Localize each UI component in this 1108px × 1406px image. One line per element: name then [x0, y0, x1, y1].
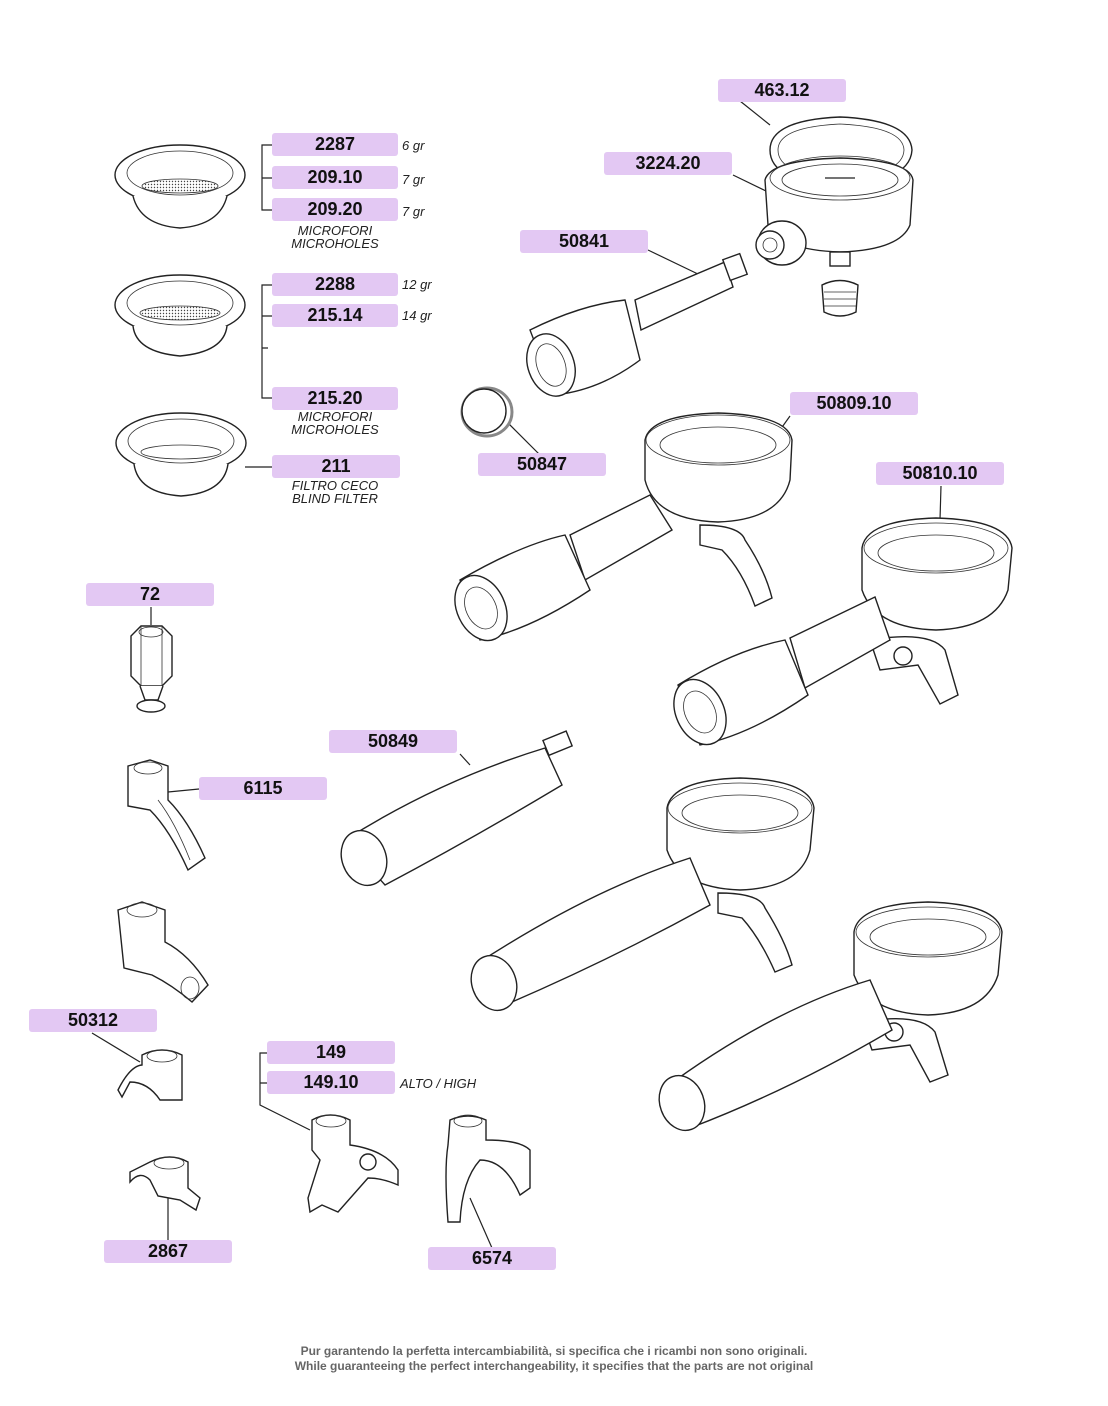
- caption-blind-en: BLIND FILTER: [292, 491, 378, 506]
- handle-cap: [460, 386, 514, 438]
- portafilter-bottom-right: [658, 901, 1003, 1132]
- label-209-20: 209.20: [272, 198, 398, 221]
- handle-50841: [526, 252, 749, 397]
- label-2867: 2867: [104, 1240, 232, 1263]
- label-2287: 2287: [272, 133, 398, 156]
- spout-6574: [445, 1114, 531, 1223]
- caption-microholes-a-en: MICROHOLES: [291, 236, 379, 251]
- caption-microholes-b: MICROFORI MICROHOLES: [265, 410, 405, 436]
- label-50809-10: 50809.10: [790, 392, 918, 415]
- portafilter-50809: [454, 412, 793, 642]
- caption-microholes-a-it: MICROFORI: [297, 223, 373, 238]
- spout-plain: [117, 901, 209, 1003]
- filter-basket-double: [114, 274, 246, 357]
- label-215-14: 215.14: [272, 304, 398, 327]
- footer-disclaimer-it: Pur garantendo la perfetta intercambiabi…: [300, 1344, 808, 1358]
- label-50841: 50841: [520, 230, 648, 253]
- caption-blind-filter: FILTRO CECO BLIND FILTER: [265, 479, 405, 505]
- label-6574: 6574: [428, 1247, 556, 1270]
- portafilter-50810: [673, 517, 1013, 746]
- footer-disclaimer-en: While guaranteeing the perfect interchan…: [294, 1359, 814, 1373]
- note-209-20: 7 gr: [402, 204, 425, 219]
- note-149-10: ALTO / HIGH: [400, 1076, 477, 1091]
- label-72: 72: [86, 583, 214, 606]
- label-215-20: 215.20: [272, 387, 398, 410]
- portafilter-bottom-left: [470, 777, 815, 1012]
- spout-2867: [129, 1156, 201, 1212]
- blind-filter: [115, 412, 247, 497]
- label-50849: 50849: [329, 730, 457, 753]
- nut-fitting-72: [130, 625, 173, 713]
- group-head-body: [755, 155, 914, 317]
- note-2287: 6 gr: [402, 138, 425, 153]
- caption-microholes-b-en: MICROHOLES: [291, 422, 379, 437]
- label-50847: 50847: [478, 453, 606, 476]
- label-209-10: 209.10: [272, 166, 398, 189]
- handle-50849: [340, 730, 574, 887]
- spout-149: [307, 1114, 399, 1214]
- filter-basket-single: [114, 144, 246, 229]
- label-50810-10: 50810.10: [876, 462, 1004, 485]
- label-2288: 2288: [272, 273, 398, 296]
- label-149: 149: [267, 1041, 395, 1064]
- label-50312: 50312: [29, 1009, 157, 1032]
- label-6115: 6115: [199, 777, 327, 800]
- note-2288: 12 gr: [402, 277, 432, 292]
- label-3224-20: 3224.20: [604, 152, 732, 175]
- note-209-10: 7 gr: [402, 172, 425, 187]
- caption-microholes-b-it: MICROFORI: [297, 409, 373, 424]
- caption-microholes-a: MICROFORI MICROHOLES: [265, 224, 405, 250]
- spout-50312: [117, 1049, 183, 1101]
- leader-lines: [91, 100, 942, 1249]
- label-149-10: 149.10: [267, 1071, 395, 1094]
- label-211: 211: [272, 455, 400, 478]
- label-463-12: 463.12: [718, 79, 846, 102]
- spout-6115: [127, 759, 206, 872]
- note-215-14: 14 gr: [402, 308, 432, 323]
- caption-blind-it: FILTRO CECO: [291, 478, 379, 493]
